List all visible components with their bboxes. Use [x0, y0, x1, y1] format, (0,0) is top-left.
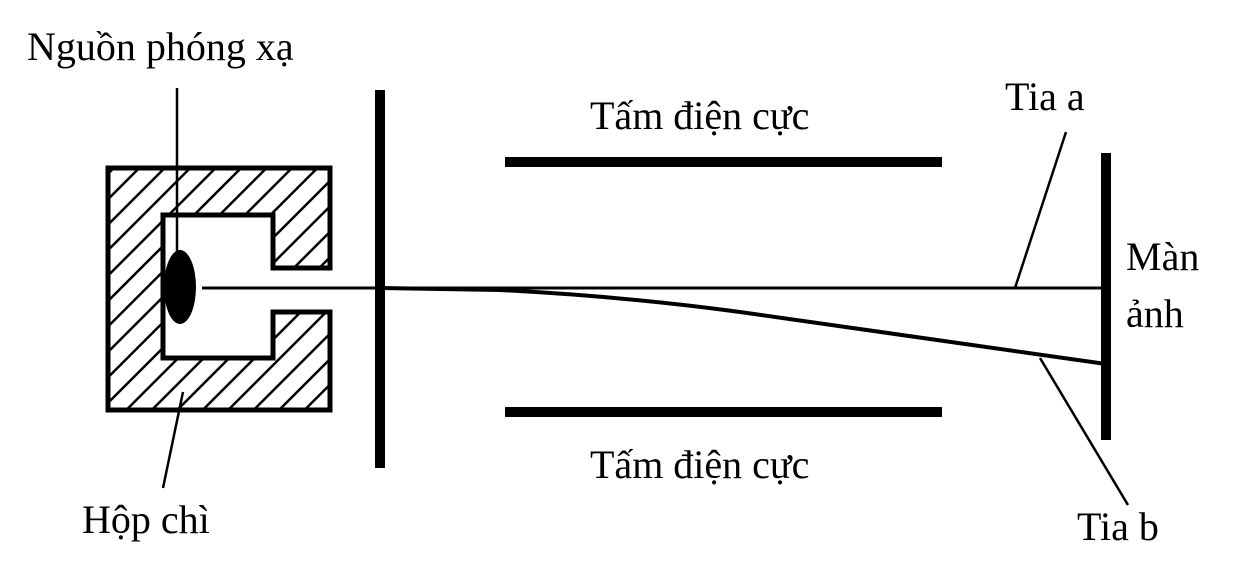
electrode-bottom-label: Tấm điện cực [590, 442, 809, 487]
ray-a-leader-line [1013, 131, 1068, 289]
ray-b [379, 286, 1107, 366]
screen-label-line2: ảnh [1126, 291, 1184, 336]
electrode-top-label: Tấm điện cực [590, 93, 809, 138]
radioactive-source [164, 250, 196, 324]
screen-label-line1: Màn [1126, 234, 1199, 279]
lead-box [105, 165, 333, 413]
lead-box-label: Hộp chì [82, 497, 210, 542]
ray-b-label: Tia b [1077, 504, 1159, 549]
source-label: Nguồn phóng xạ [27, 24, 294, 69]
ray-b-leader-line [1038, 357, 1130, 506]
ray-a-label: Tia a [1005, 74, 1085, 119]
lead-box-leader-line [161, 391, 185, 489]
